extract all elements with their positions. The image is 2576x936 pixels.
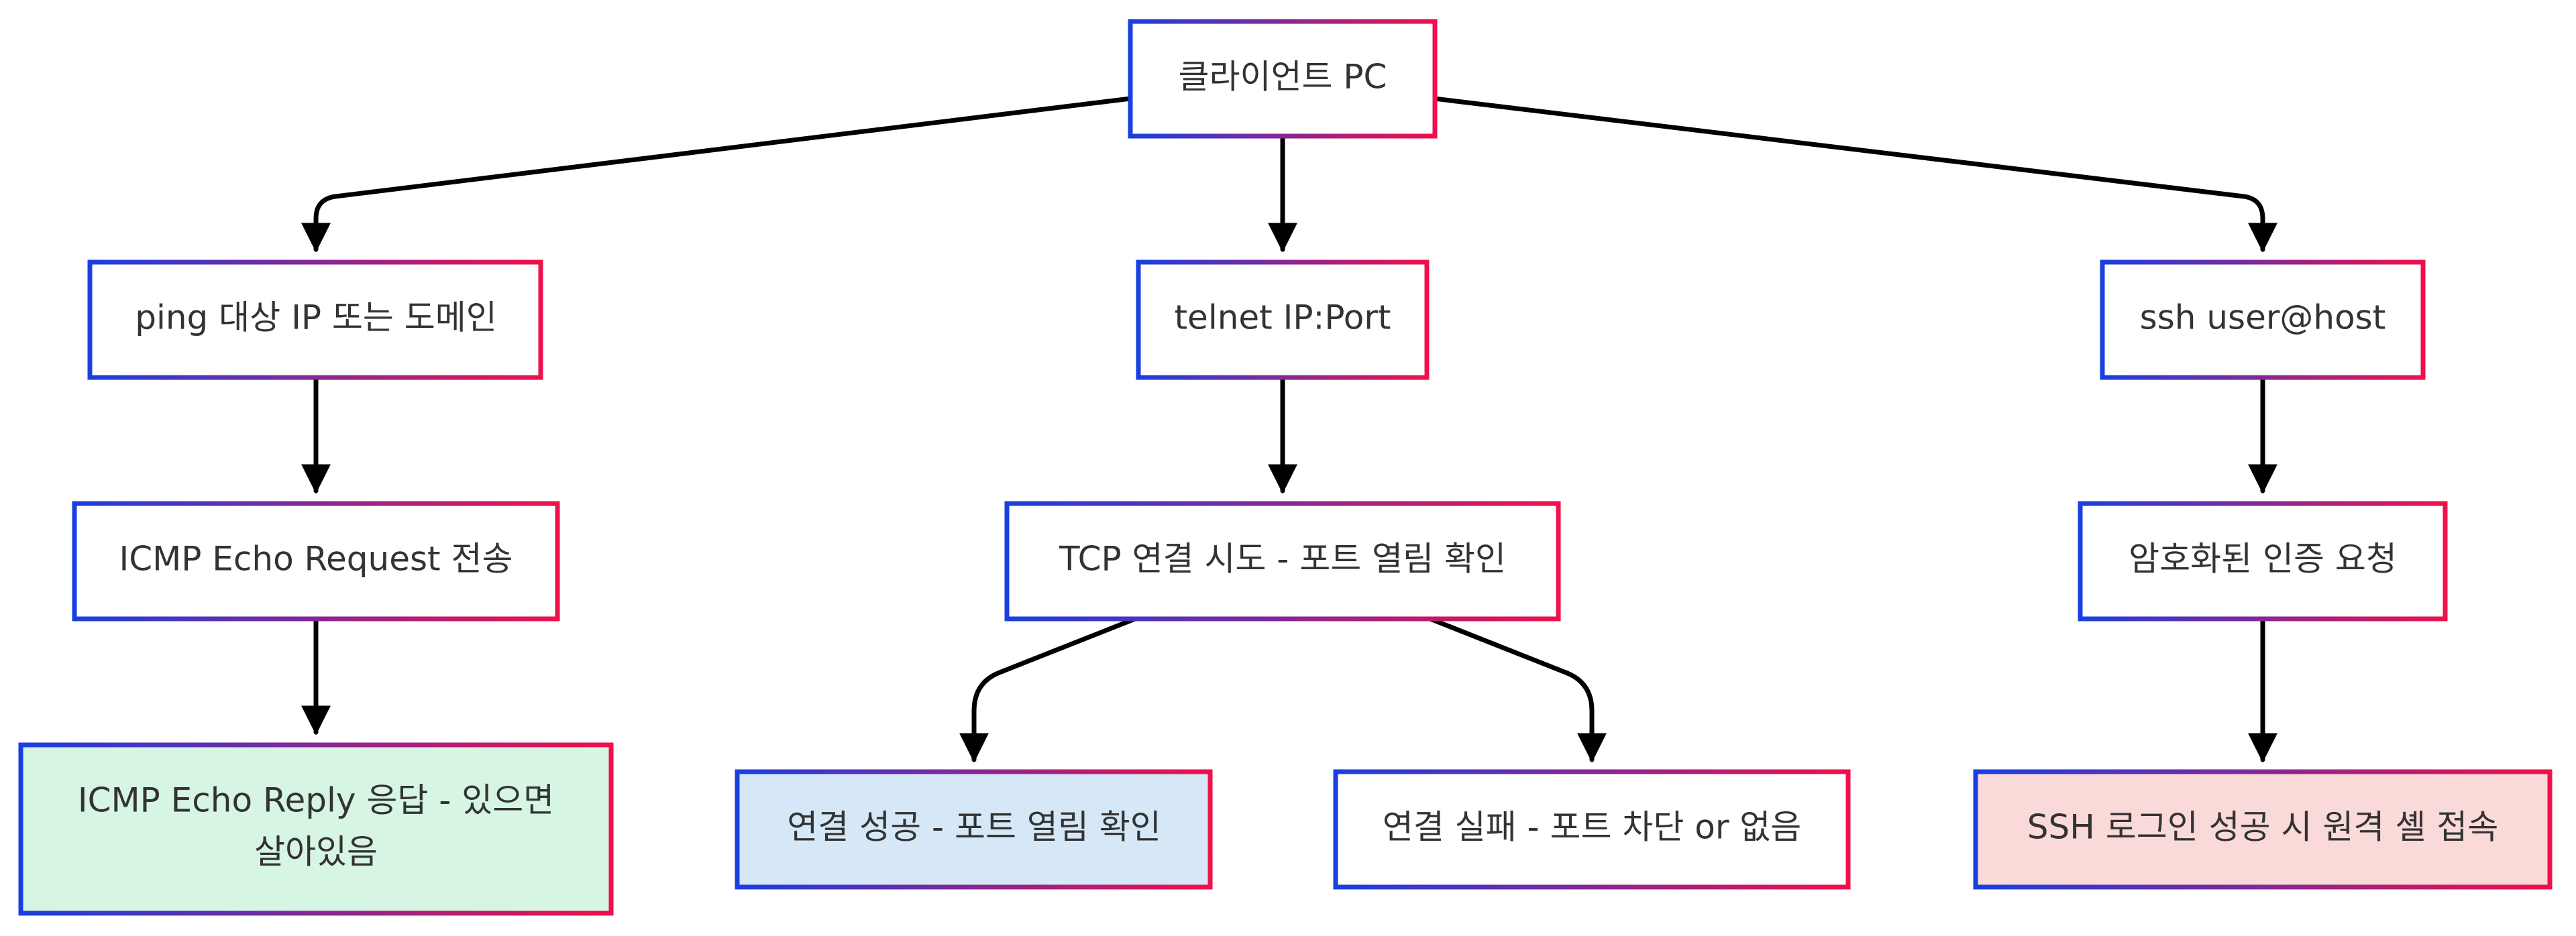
nodes: 클라이언트 PC ping 대상 IP 또는 도메인 telnet IP:Por… [18,19,2553,916]
edges [301,96,2277,763]
node-telnet-label: telnet IP:Port [1174,298,1391,337]
node-icmp-reply-label-line1: ICMP Echo Reply 응답 - 있으면 [78,781,554,820]
node-icmp-request-label: ICMP Echo Request 전송 [119,540,513,579]
edge-tcp-try-to-conn-ok [959,616,1138,763]
node-conn-ok-label: 연결 성공 - 포트 열림 확인 [787,808,1161,847]
node-ssh-auth: 암호화된 인증 요청 [2078,501,2448,622]
node-ping: ping 대상 IP 또는 도메인 [87,259,543,380]
edge-client-to-ssh [1432,96,2277,253]
node-icmp-reply-label-line2: 살아있음 [254,833,378,872]
node-conn-ok: 연결 성공 - 포트 열림 확인 [735,769,1213,890]
node-ssh-auth-label: 암호화된 인증 요청 [2129,540,2397,579]
node-icmp-reply: ICMP Echo Reply 응답 - 있으면 살아있음 [18,742,614,916]
node-icmp-request: ICMP Echo Request 전송 [72,501,560,622]
node-telnet: telnet IP:Port [1136,259,1430,380]
node-client: 클라이언트 PC [1128,19,1438,139]
node-ssh-label: ssh user@host [2140,298,2386,337]
node-ssh: ssh user@host [2100,259,2426,380]
node-tcp-try-label: TCP 연결 시도 - 포트 열림 확인 [1059,540,1506,579]
edge-client-to-ping [301,96,1133,253]
node-client-label: 클라이언트 PC [1179,58,1387,97]
node-ping-label: ping 대상 IP 또는 도메인 [135,298,497,337]
node-ssh-ok: SSH 로그인 성공 시 원격 셸 접속 [1973,769,2553,890]
edge-tcp-try-to-conn-fail [1428,616,1607,763]
node-tcp-try: TCP 연결 시도 - 포트 열림 확인 [1004,501,1561,622]
node-ssh-ok-label: SSH 로그인 성공 시 원격 셸 접속 [2027,808,2498,847]
node-conn-fail-label: 연결 실패 - 포트 차단 or 없음 [1383,808,1802,847]
node-conn-fail: 연결 실패 - 포트 차단 or 없음 [1333,769,1851,890]
